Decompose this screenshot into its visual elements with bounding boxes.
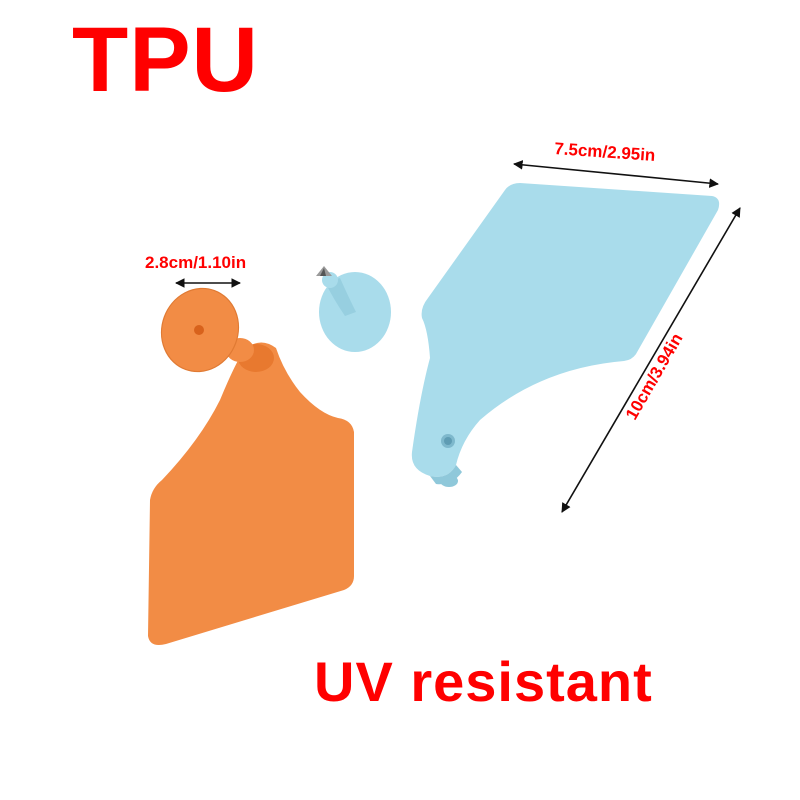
feature-uv-resistant: UV resistant bbox=[314, 650, 653, 713]
width-arrow bbox=[513, 160, 719, 188]
material-title: TPU bbox=[72, 9, 259, 111]
orange-ear-tag bbox=[148, 287, 354, 645]
blue-button-stud bbox=[316, 266, 391, 352]
height-arrow bbox=[561, 207, 741, 513]
button-diameter-label: 2.8cm/1.10in bbox=[145, 253, 247, 272]
